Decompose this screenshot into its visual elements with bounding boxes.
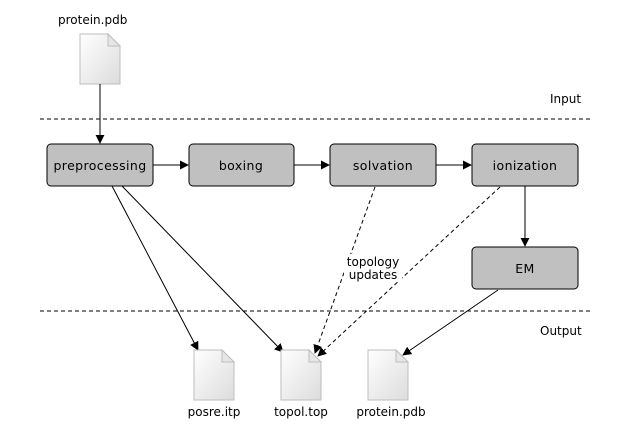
input-section-label: Input xyxy=(550,92,581,106)
preprocessing-label: preprocessing xyxy=(53,158,146,173)
posre-file-icon xyxy=(193,349,235,401)
posre-file-label: posre.itp xyxy=(188,405,241,419)
em-box xyxy=(471,246,579,290)
topol-file-label: topol.top xyxy=(274,405,328,419)
topology-annotation-line2: updates xyxy=(349,268,398,282)
em-label: EM xyxy=(515,261,534,276)
arrow-ionization-to-topol xyxy=(317,186,501,357)
input-file-label: protein.pdb xyxy=(58,13,127,27)
output-pdb-file-icon xyxy=(367,349,409,401)
topology-annotation-line1: topology xyxy=(347,255,399,269)
topol-file-icon xyxy=(280,349,322,401)
solvation-label: solvation xyxy=(353,158,413,173)
arrow-solvation-to-topol xyxy=(313,186,376,354)
input-file-icon xyxy=(79,33,121,85)
arrow-em-to-output-pdb xyxy=(402,289,499,356)
boxing-label: boxing xyxy=(219,158,263,173)
arrow-preprocessing-to-posre xyxy=(111,185,199,351)
ionization-label: ionization xyxy=(493,158,558,173)
topology-annotation-bg xyxy=(344,254,402,282)
output-section-label: Output xyxy=(540,324,582,338)
arrow-preprocessing-to-topol xyxy=(121,185,284,353)
output-pdb-file-label: protein.pdb xyxy=(356,405,425,419)
